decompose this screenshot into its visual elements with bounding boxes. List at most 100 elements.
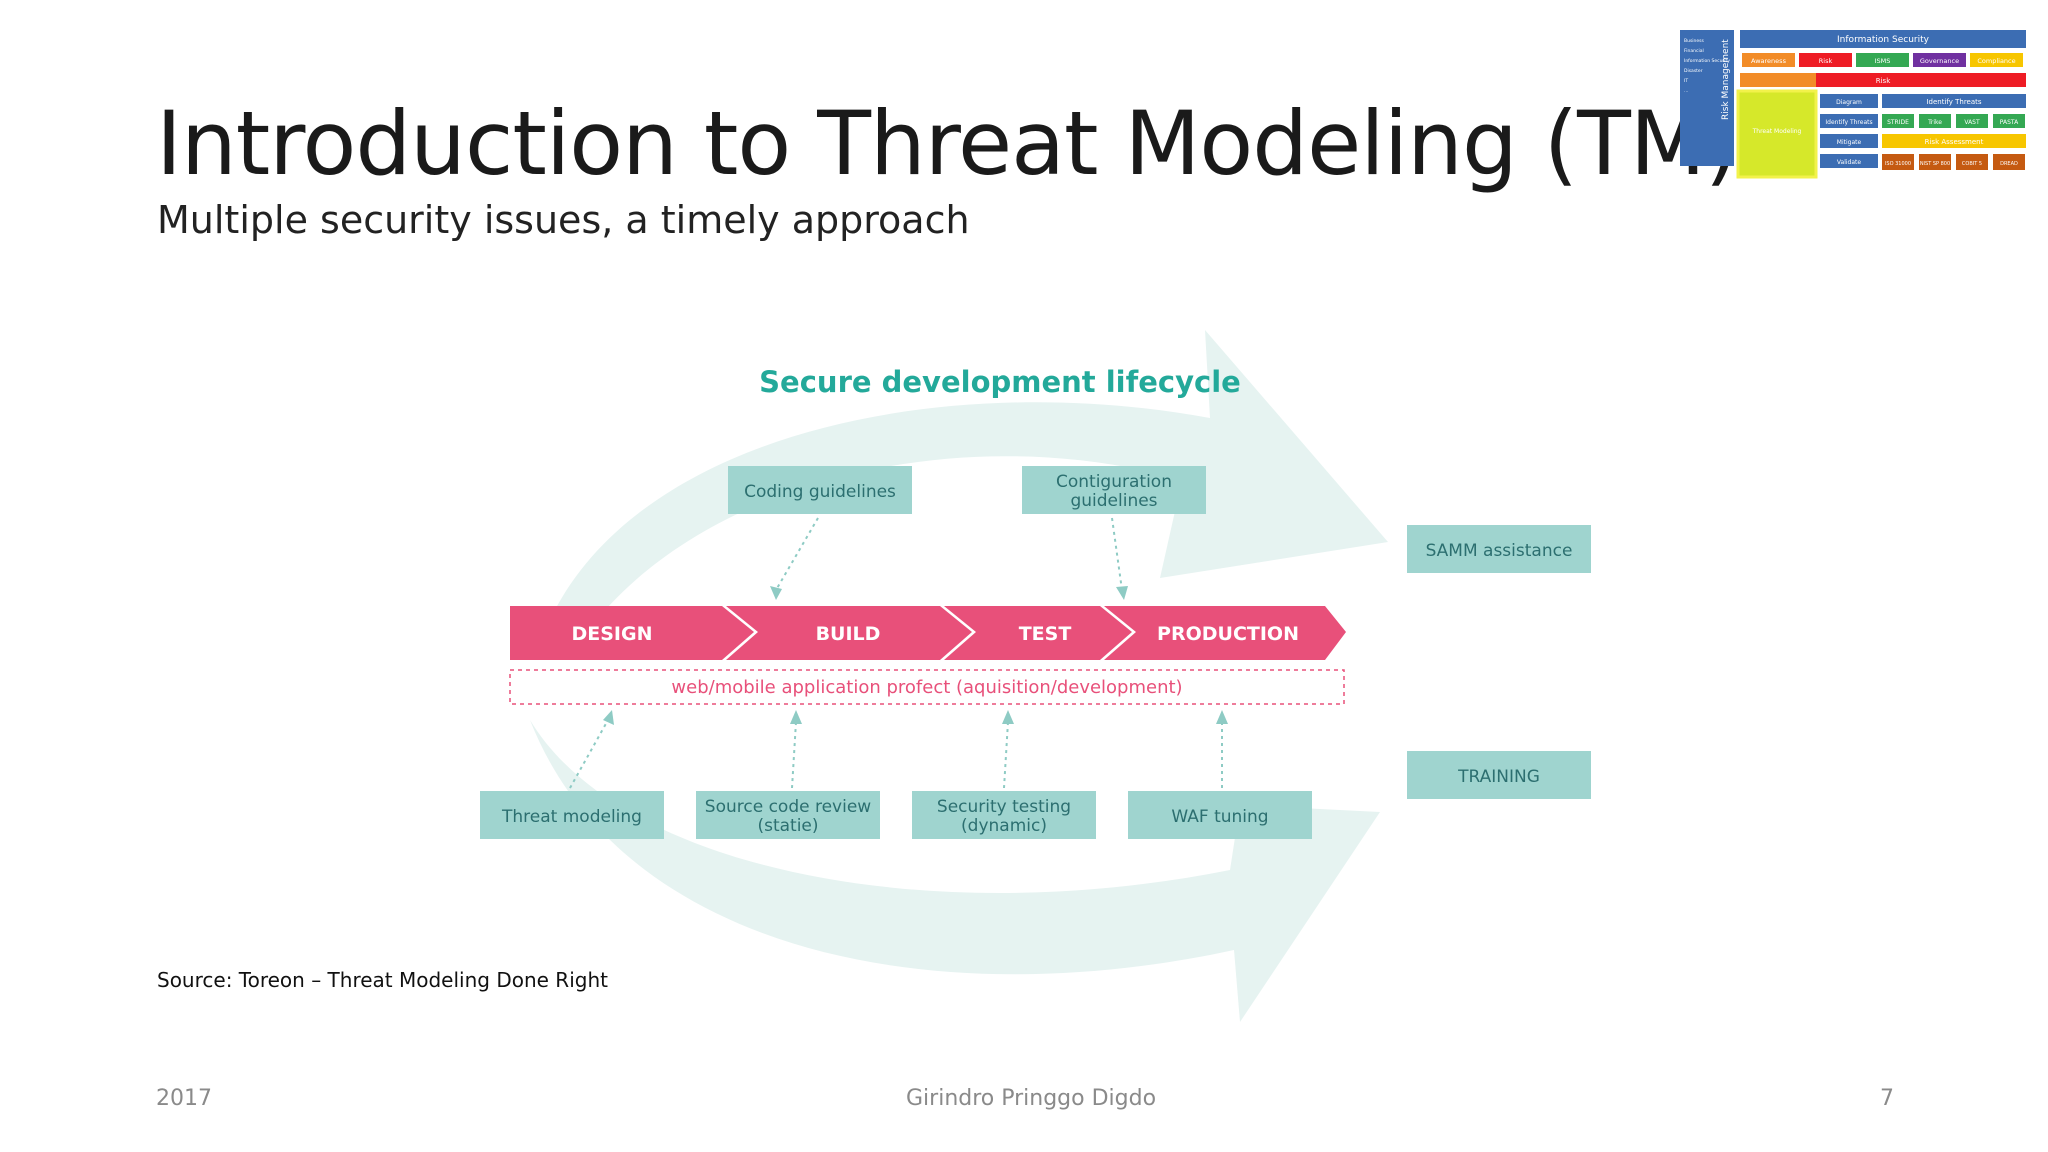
thumb-framework-cell <box>1993 154 2025 170</box>
coding-guidelines-label: Coding guidelines <box>744 482 896 502</box>
thumb-step-label: Diagram <box>1836 99 1862 106</box>
connector-security-testing <box>1003 721 1009 789</box>
thumb-method-cell <box>1882 114 1914 128</box>
thumb-threat-modeling: Threat Modeling <box>1752 128 1802 135</box>
source-code-review-line1: Source code review <box>705 797 872 817</box>
thumb-header: Information Security <box>1837 35 1930 45</box>
thumb-identify-bar <box>1882 94 2026 108</box>
slide-subtitle: Multiple security issues, a timely appro… <box>157 198 970 242</box>
training-box <box>1407 751 1591 799</box>
configuration-guidelines-line1: Contiguration <box>1056 472 1172 492</box>
phase-production <box>1104 606 1346 660</box>
connector-source-review-head <box>790 710 802 724</box>
configuration-guidelines-box <box>1022 466 1206 514</box>
thumb-row1-cell <box>1856 53 1909 67</box>
configuration-guidelines-line2: guidelines <box>1070 491 1157 511</box>
phase-build <box>726 606 972 660</box>
security-testing-line1: Security testing <box>937 797 1071 817</box>
thumb-framework-label: ISO 31000 <box>1885 161 1911 167</box>
thumb-row1-label: Awareness <box>1751 57 1787 65</box>
phase-test-label: TEST <box>1019 623 1072 645</box>
thumb-left-item: … <box>1684 89 1689 94</box>
thumb-framework-cell <box>1919 154 1951 170</box>
thumb-row1-cell <box>1742 53 1795 67</box>
connector-threat-modeling-head <box>603 710 614 725</box>
thumb-step-cell <box>1820 94 1878 108</box>
thumb-left-item: Business <box>1684 38 1704 44</box>
waf-tuning-label: WAF tuning <box>1171 807 1268 827</box>
thumb-row1-cell <box>1913 53 1966 67</box>
thumb-risk-bar <box>1816 73 2026 87</box>
thumb-method-label: STRIDE <box>1887 119 1909 126</box>
security-testing-box <box>912 791 1096 839</box>
thumb-header-bar <box>1740 30 2026 48</box>
thumbnail-overview: Risk Management BusinessFinancialInforma… <box>1680 30 2026 179</box>
phase-test <box>944 606 1132 660</box>
phase-build-label: BUILD <box>816 623 881 645</box>
connector-coding <box>775 517 819 591</box>
project-box <box>509 669 1345 705</box>
thumb-identify-label: Identify Threats <box>1926 98 1981 106</box>
threat-modeling-box <box>480 791 664 839</box>
thumb-method-label: PASTA <box>2000 119 2019 126</box>
cycle-arrow-bottom <box>530 720 1380 1022</box>
footer-year: 2017 <box>156 1086 212 1111</box>
thumb-side-label: Risk Management <box>1721 39 1731 120</box>
thumb-method-cell <box>1919 114 1951 128</box>
phase-chevrons: DESIGN BUILD TEST PRODUCTION <box>510 606 1346 660</box>
thumb-step-label: Identify Threats <box>1825 119 1872 126</box>
thumb-risk-label: Risk <box>1876 77 1891 85</box>
thumb-risk-assessment-label: Risk Assessment <box>1925 138 1984 146</box>
samm-assistance-label: SAMM assistance <box>1426 541 1573 561</box>
thumb-framework-label: NIST SP 800 <box>1920 161 1950 167</box>
source-code-review-line2: (statie) <box>757 816 818 836</box>
thumb-step-label: Validate <box>1837 159 1861 166</box>
phase-production-label: PRODUCTION <box>1157 623 1299 645</box>
project-label: web/mobile application profect (aquisiti… <box>671 677 1182 698</box>
waf-tuning-box <box>1128 791 1312 839</box>
secure-development-lifecycle-diagram: Secure development lifecycle Coding guid… <box>480 330 1591 1022</box>
connector-waf-head <box>1216 710 1228 724</box>
thumb-method-label: Trike <box>1927 119 1942 126</box>
thumb-framework-cell <box>1956 154 1988 170</box>
thumb-row1-label: ISMS <box>1875 57 1891 65</box>
footer-page-number: 7 <box>1880 1086 1894 1111</box>
thumb-framework-label: COBIT 5 <box>1962 161 1982 167</box>
thumb-orange-bar <box>1740 73 1816 87</box>
training-label: TRAINING <box>1457 767 1540 787</box>
thumb-row1-cell <box>1970 53 2023 67</box>
connector-source-review <box>791 721 797 789</box>
connector-config <box>1111 517 1123 591</box>
connector-security-testing-head <box>1002 710 1014 724</box>
coding-guidelines-box <box>728 466 912 514</box>
thumb-risk-assessment-bar <box>1882 134 2026 148</box>
thumb-side-panel <box>1680 30 1734 166</box>
threat-modeling-label: Threat modeling <box>501 807 642 827</box>
thumb-framework-cell <box>1882 154 1914 170</box>
slide-title: Introduction to Threat Modeling (TM) <box>156 92 1739 195</box>
thumb-method-cell <box>1993 114 2025 128</box>
phase-design-label: DESIGN <box>571 623 652 645</box>
thumb-step-cell <box>1820 154 1878 168</box>
thumb-method-cell <box>1956 114 1988 128</box>
thumb-row1-label: Governance <box>1920 57 1959 65</box>
connector-config-head <box>1116 586 1128 600</box>
thumb-left-item: Information Security <box>1684 58 1730 64</box>
phase-design <box>510 606 754 660</box>
connector-coding-head <box>770 586 782 600</box>
thumb-step-label: Mitigate <box>1837 139 1862 146</box>
thumb-step-cell <box>1820 114 1878 128</box>
cycle-arrow-top <box>550 330 1388 628</box>
source-code-review-box <box>696 791 880 839</box>
security-testing-line2: (dynamic) <box>961 816 1047 836</box>
diagram-heading: Secure development lifecycle <box>759 365 1241 399</box>
thumb-left-item: Financial <box>1684 48 1704 54</box>
samm-assistance-box <box>1407 525 1591 573</box>
thumb-row1-cell <box>1799 53 1852 67</box>
footer-author: Girindro Pringgo Digdo <box>906 1086 1157 1111</box>
